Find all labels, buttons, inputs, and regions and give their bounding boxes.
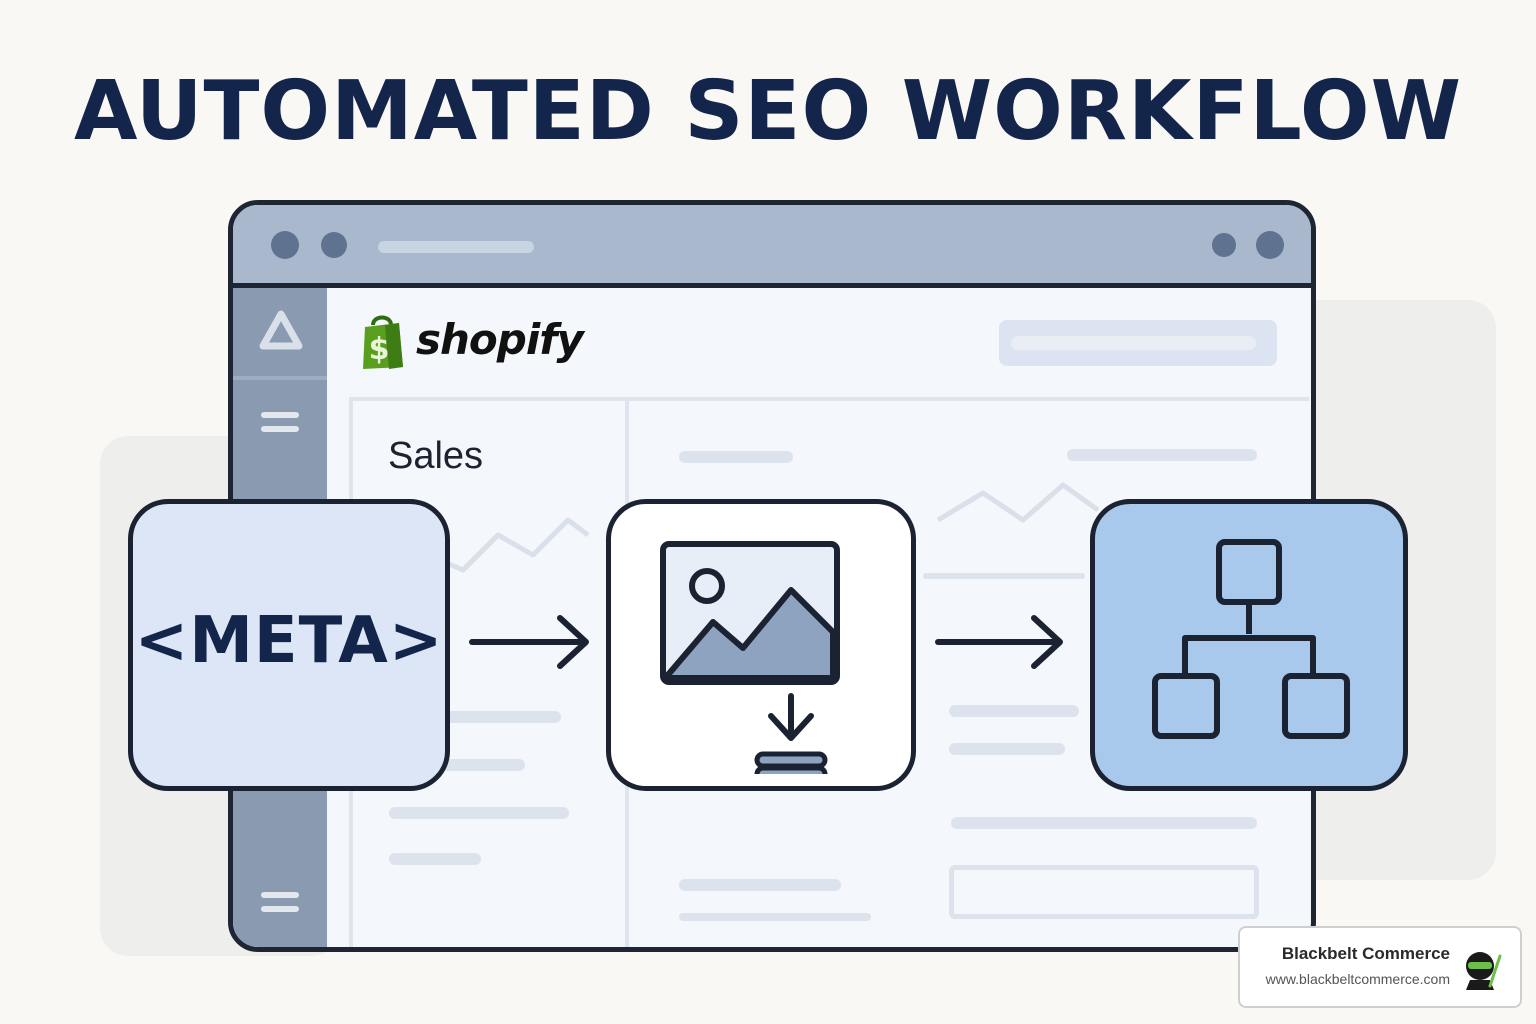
window-dot-icon: [1212, 233, 1236, 257]
menu-icon[interactable]: [261, 412, 299, 436]
shopify-bag-icon: $: [363, 315, 403, 369]
image-compress-icon: [660, 541, 840, 774]
arrow-right-icon: [469, 615, 589, 669]
shopify-wordmark: shopify: [416, 315, 584, 364]
window-dot-icon: [1256, 231, 1284, 259]
placeholder-line: [389, 853, 481, 865]
header-search-field[interactable]: [999, 320, 1277, 366]
placeholder-line: [1067, 449, 1257, 461]
placeholder-line: [389, 807, 569, 819]
logo-triangle-icon: [259, 310, 303, 350]
placeholder-line: [951, 817, 1257, 829]
meta-tag-step: <META>: [128, 499, 450, 791]
arrow-right-icon: [935, 615, 1063, 669]
placeholder-line: [679, 451, 793, 463]
badge-company-name: Blackbelt Commerce: [1281, 944, 1450, 963]
placeholder-input[interactable]: [949, 865, 1259, 919]
sparkline-ghost: [427, 517, 590, 573]
brand-badge[interactable]: Blackbelt Commerce www.blackbeltcommerce…: [1238, 926, 1522, 1008]
sitemap-step: [1090, 499, 1408, 791]
placeholder-line: [923, 573, 1085, 579]
menu-icon[interactable]: [261, 892, 299, 916]
svg-text:$: $: [369, 332, 390, 367]
image-compress-step: [606, 499, 916, 791]
browser-titlebar: [233, 205, 1311, 288]
placeholder-line: [949, 705, 1079, 717]
address-bar: [378, 241, 534, 253]
sitemap-icon: [1152, 539, 1350, 739]
placeholder-line: [679, 913, 871, 921]
diagram-title: AUTOMATED SEO WORKFLOW: [73, 64, 1463, 159]
window-dot-icon: [271, 231, 299, 259]
placeholder-line: [679, 879, 841, 891]
window-dot-icon: [321, 232, 347, 258]
badge-url[interactable]: www.blackbeltcommerce.com: [1265, 971, 1450, 987]
placeholder-line: [949, 743, 1065, 755]
sidebar-divider: [233, 376, 327, 380]
meta-tag-label: <META>: [134, 604, 444, 678]
ninja-logo-icon: [1466, 952, 1502, 990]
sales-section-label: Sales: [388, 435, 484, 477]
content-divider: [349, 397, 1309, 401]
sparkline-ghost: [936, 482, 1100, 523]
